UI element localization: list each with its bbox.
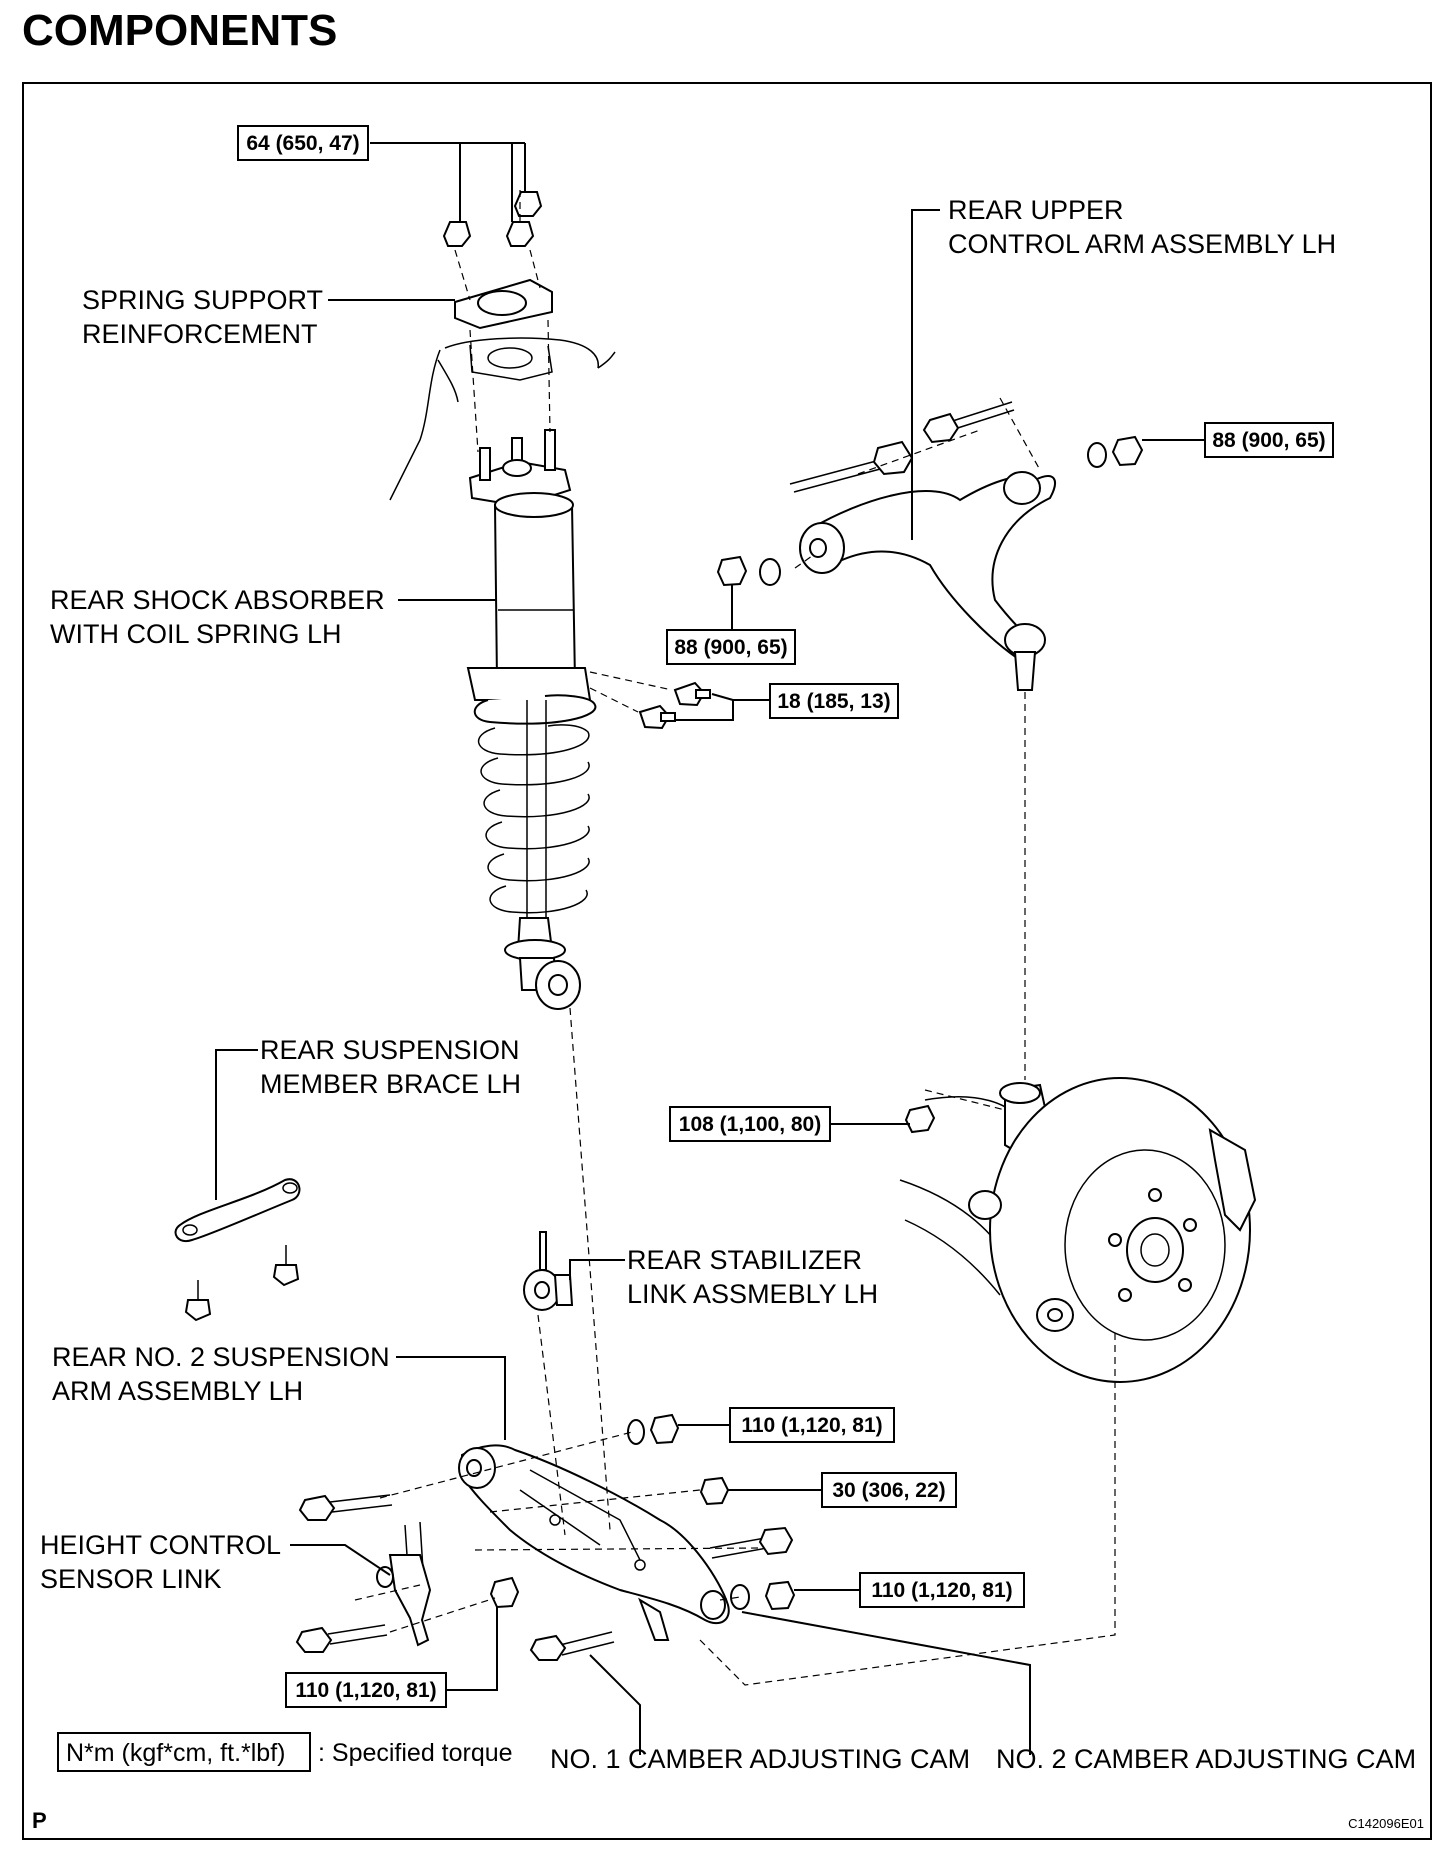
- torque-arm-rear: 110 (1,120, 81): [859, 1572, 1025, 1608]
- shock-bracket-bolts: [638, 681, 711, 730]
- label-upper-arm: REAR UPPER CONTROL ARM ASSEMBLY LH: [948, 195, 1336, 259]
- svg-text:64 (650, 47): 64 (650, 47): [246, 132, 359, 155]
- svg-text:REAR NO. 2 SUSPENSION: REAR NO. 2 SUSPENSION: [52, 1342, 390, 1372]
- svg-text:110 (1,120, 81): 110 (1,120, 81): [741, 1414, 882, 1437]
- svg-text:ARM ASSEMBLY LH: ARM ASSEMBLY LH: [52, 1376, 303, 1406]
- torque-upper-arm-right: 88 (900, 65): [1204, 422, 1334, 458]
- label-cam1: NO. 1 CAMBER ADJUSTING CAM: [550, 1744, 970, 1774]
- torque-spring-nuts: 64 (650, 47): [237, 125, 369, 161]
- svg-text:SPRING SUPPORT: SPRING SUPPORT: [82, 285, 323, 315]
- label-stabilizer-link: REAR STABILIZER LINK ASSMEBLY LH: [627, 1245, 878, 1309]
- svg-text:REAR UPPER: REAR UPPER: [948, 195, 1124, 225]
- footer-left-mark: P: [32, 1808, 47, 1833]
- stabilizer-link-part: [523, 1231, 574, 1311]
- svg-text:HEIGHT CONTROL: HEIGHT CONTROL: [40, 1530, 281, 1560]
- leader-lines: [215, 142, 1205, 1755]
- torque-shock-bolts: 18 (185, 13): [769, 683, 899, 719]
- svg-text:30 (306, 22): 30 (306, 22): [832, 1479, 945, 1502]
- knuckle-and-brake-disc: [899, 1077, 1257, 1383]
- diagram-frame: [22, 82, 1432, 1840]
- legend-meaning: : Specified torque: [318, 1739, 513, 1767]
- svg-text:SENSOR LINK: SENSOR LINK: [40, 1564, 222, 1594]
- no2-arm-bolts: [295, 1494, 794, 1661]
- torque-arm-front: 110 (1,120, 81): [729, 1407, 895, 1443]
- legend-unit-box: N*m (kgf*cm, ft.*lbf): [66, 1739, 285, 1767]
- ball-joint-nut: [904, 1104, 936, 1134]
- no2-suspension-arm-part: [458, 1444, 730, 1641]
- alignment-lines: [354, 168, 1116, 1686]
- member-brace-part: [174, 1178, 301, 1322]
- torque-arm-middle: 30 (306, 22): [821, 1472, 957, 1508]
- svg-text:88 (900, 65): 88 (900, 65): [1212, 429, 1325, 452]
- label-member-brace: REAR SUSPENSION MEMBER BRACE LH: [260, 1035, 521, 1099]
- footer-figure-code: C142096E01: [1348, 1816, 1424, 1831]
- no2-arm-nuts: [489, 1413, 796, 1611]
- label-height-sensor: HEIGHT CONTROL SENSOR LINK: [40, 1530, 281, 1594]
- svg-text:WITH COIL SPRING LH: WITH COIL SPRING LH: [50, 619, 342, 649]
- svg-text:REINFORCEMENT: REINFORCEMENT: [82, 319, 318, 349]
- torque-arm-bottom: 110 (1,120, 81): [285, 1672, 447, 1708]
- upper-control-arm-part: [799, 471, 1056, 691]
- spring-support-nuts: [442, 191, 543, 247]
- shock-absorber-part: [466, 429, 597, 1010]
- svg-text:REAR SUSPENSION: REAR SUSPENSION: [260, 1035, 520, 1065]
- spring-support-reinforcement-part: [454, 278, 553, 330]
- svg-text:88 (900, 65): 88 (900, 65): [674, 636, 787, 659]
- label-cam2: NO. 2 CAMBER ADJUSTING CAM: [996, 1744, 1416, 1774]
- body-panel-outline: [389, 337, 616, 501]
- torque-upper-arm-left: 88 (900, 65): [666, 629, 796, 665]
- svg-text:18 (185, 13): 18 (185, 13): [777, 690, 890, 713]
- upper-arm-bolts: [789, 401, 1015, 493]
- torque-legend: N*m (kgf*cm, ft.*lbf) : Specified torque: [57, 1732, 513, 1772]
- svg-text:CONTROL ARM ASSEMBLY LH: CONTROL ARM ASSEMBLY LH: [948, 229, 1336, 259]
- page-title: COMPONENTS: [22, 6, 338, 55]
- svg-text:MEMBER BRACE LH: MEMBER BRACE LH: [260, 1069, 521, 1099]
- label-shock-absorber: REAR SHOCK ABSORBER WITH COIL SPRING LH: [50, 585, 385, 649]
- svg-text:108 (1,100, 80): 108 (1,100, 80): [679, 1113, 821, 1136]
- svg-text:110 (1,120, 81): 110 (1,120, 81): [871, 1579, 1012, 1602]
- upper-arm-nuts: [716, 435, 1144, 587]
- svg-text:110 (1,120, 81): 110 (1,120, 81): [295, 1679, 436, 1702]
- svg-text:REAR SHOCK ABSORBER: REAR SHOCK ABSORBER: [50, 585, 385, 615]
- svg-text:REAR STABILIZER: REAR STABILIZER: [627, 1245, 862, 1275]
- height-sensor-link-part: [376, 1521, 432, 1647]
- svg-text:LINK ASSMEBLY LH: LINK ASSMEBLY LH: [627, 1279, 878, 1309]
- label-no2-arm: REAR NO. 2 SUSPENSION ARM ASSEMBLY LH: [52, 1342, 390, 1406]
- torque-ball-joint: 108 (1,100, 80): [669, 1106, 831, 1142]
- label-spring-support: SPRING SUPPORT REINFORCEMENT: [82, 285, 323, 349]
